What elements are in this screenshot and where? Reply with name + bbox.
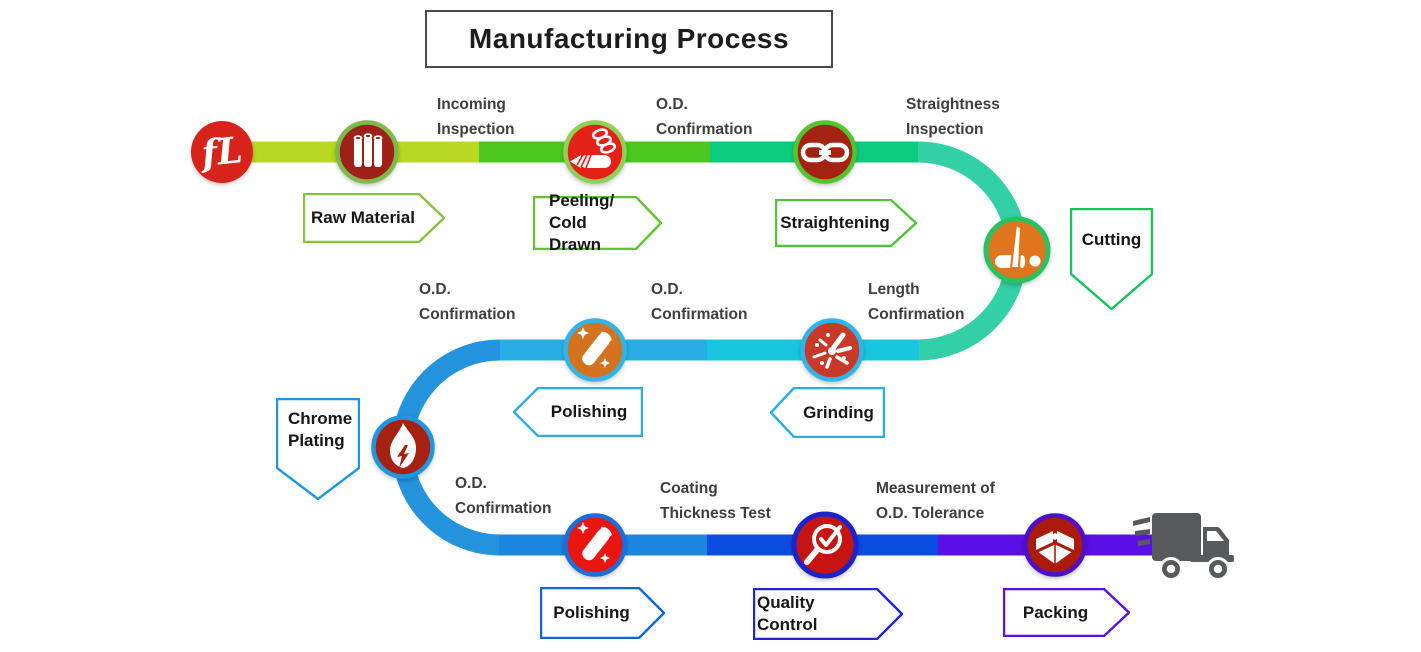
arrow-right-shape	[533, 196, 662, 250]
arrow-right-shape	[303, 193, 445, 243]
arrow-right-shape	[540, 587, 665, 639]
inspection-label-od-3: O.D. Confirmation	[419, 281, 516, 323]
inspection-label-straightness: Straightness Inspection	[906, 96, 1000, 138]
stage-label-straightening: Straightening	[780, 213, 890, 232]
pentagon-down-shape	[1070, 208, 1153, 310]
stage-label-peeling-cold-drawn: Peeling/ Cold Drawn	[549, 191, 615, 254]
arrow-left-shape	[770, 387, 885, 438]
inspection-label-coating: Coating Thickness Test	[660, 480, 771, 522]
cutting-blade-icon	[983, 216, 1051, 284]
arrow-right-shape	[1003, 588, 1130, 637]
delivery-truck	[1130, 505, 1235, 590]
pentagon-down-shape	[276, 398, 360, 500]
raw-material-tubes-icon	[335, 120, 399, 184]
arrow-right-shape	[753, 588, 903, 640]
stage-tag-grinding: Grinding	[770, 387, 885, 438]
stage-tag-quality-control: Quality Control	[753, 588, 903, 640]
polishing-stick-icon	[563, 513, 627, 577]
stage-tag-packing: Packing	[1003, 588, 1130, 637]
peeling-coil-icon	[563, 120, 627, 184]
stage-tag-chrome-plating: Chrome Plating	[276, 398, 360, 500]
polishing-stick-icon	[563, 318, 627, 382]
stage-icon-peeling	[560, 117, 630, 187]
truck-icon	[1133, 513, 1234, 581]
fl-logo-icon: fL	[191, 121, 253, 183]
stage-tag-straightening: Straightening	[775, 199, 917, 247]
page-title: Manufacturing Process	[468, 23, 790, 54]
stage-tag-polishing-2: Polishing	[540, 587, 665, 639]
inspection-label-od-4: O.D. Confirmation	[455, 475, 552, 517]
stage-icon-cutting	[980, 213, 1054, 287]
stage-label-packing: Packing	[1022, 602, 1089, 622]
inspection-label-incoming: Incoming Inspection	[437, 96, 515, 138]
stage-icon-grinding	[797, 315, 867, 385]
stage-icon-polishing-2	[560, 510, 630, 580]
stage-tag-peeling-cold-drawn: Peeling/ Cold Drawn	[533, 191, 662, 254]
logo-text: fL	[197, 129, 245, 175]
title-box: Manufacturing Process	[425, 10, 833, 68]
stage-label-polishing: Polishing	[550, 402, 628, 421]
magnifier-check-icon	[791, 511, 859, 579]
inspection-label-od-2: O.D. Confirmation	[651, 281, 748, 323]
arrow-left-shape	[513, 387, 643, 437]
arrow-right-shape	[775, 199, 917, 247]
chain-link-icon	[793, 120, 857, 184]
company-logo: fL	[187, 117, 257, 187]
stage-icon-packing	[1020, 510, 1090, 580]
stage-icon-chrome-plating	[368, 412, 438, 482]
stage-icon-raw-material	[332, 117, 402, 187]
stage-label-chrome-plating: Chrome Plating	[288, 409, 353, 450]
open-box-icon	[1023, 513, 1087, 577]
stage-label-grinding: Grinding	[803, 402, 874, 422]
stage-label-raw-material: Raw Material	[311, 208, 415, 227]
stage-tag-raw-material: Raw Material	[303, 193, 445, 243]
stage-tag-cutting: Cutting	[1070, 208, 1153, 310]
stage-icon-straightening	[790, 117, 860, 187]
grinding-spark-icon	[800, 318, 864, 382]
stage-tag-polishing: Polishing	[513, 387, 643, 437]
stage-icon-quality-control	[788, 508, 862, 582]
stage-label-polishing-2: Polishing	[553, 603, 630, 622]
inspection-label-od-1: O.D. Confirmation	[656, 96, 753, 138]
inspection-label-length: Length Confirmation	[868, 281, 965, 323]
stage-label-quality-control: Quality Control	[757, 593, 818, 634]
stage-label-cutting: Cutting	[1081, 230, 1142, 249]
stage-icon-polishing	[560, 315, 630, 385]
inspection-label-measurement: Measurement of O.D. Tolerance	[876, 480, 995, 522]
flame-icon	[371, 415, 435, 479]
